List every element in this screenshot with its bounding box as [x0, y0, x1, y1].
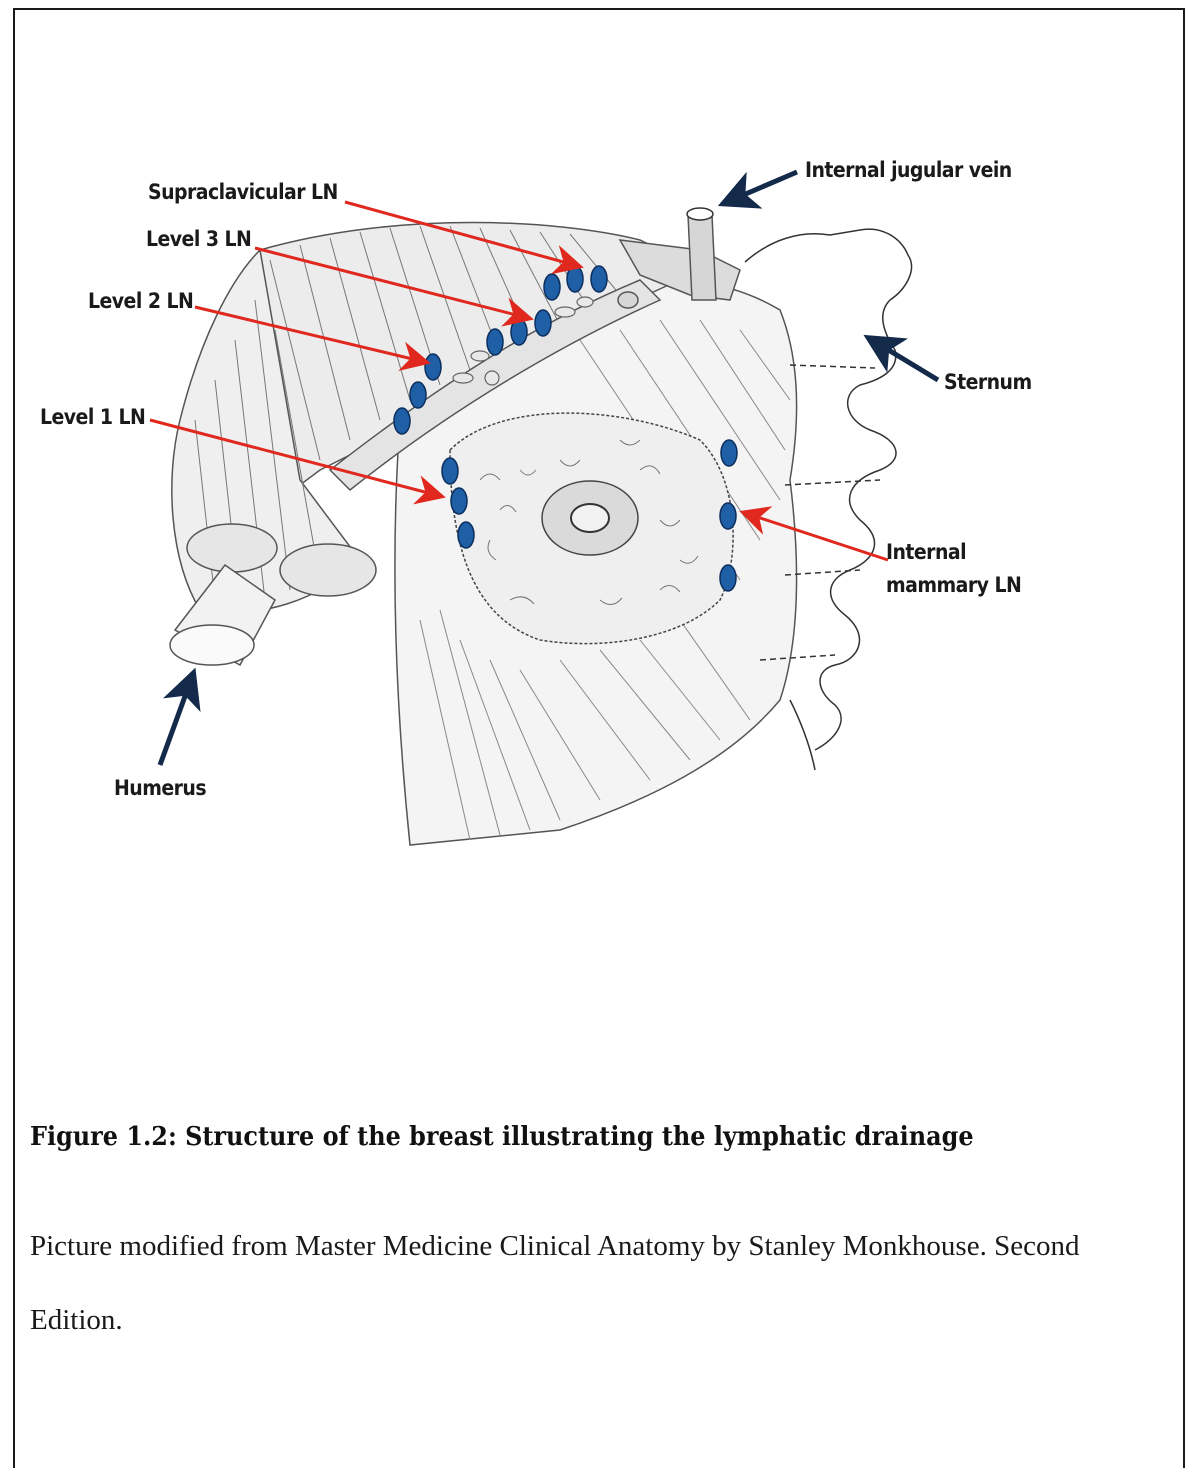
supraclavicular-node	[591, 266, 607, 292]
figure-caption-title: Figure 1.2: Structure of the breast illu…	[30, 1122, 974, 1152]
level3-label: Level 3 LN	[146, 227, 251, 251]
level2-node	[425, 354, 441, 380]
level1-label: Level 1 LN	[40, 405, 145, 429]
internal-mammary-label-line2: mammary LN	[886, 573, 1021, 597]
level3-node	[535, 310, 551, 336]
breast	[450, 413, 733, 644]
level2-node	[410, 382, 426, 408]
supraclavicular-node	[567, 266, 583, 292]
internal-mammary-node	[720, 503, 736, 529]
internal-mammary-label-line1: Internal	[886, 540, 966, 564]
internal-mammary-node	[720, 565, 736, 591]
level2-label: Level 2 LN	[88, 289, 193, 313]
figure-source-line2: Edition.	[30, 1304, 1170, 1337]
level2-node	[394, 408, 410, 434]
level1-node	[458, 522, 474, 548]
level1-node	[442, 458, 458, 484]
supraclavicular-label: Supraclavicular LN	[148, 180, 338, 204]
internal-mammary-node	[721, 440, 737, 466]
level3-node	[487, 329, 503, 355]
humerus-label: Humerus	[114, 776, 206, 800]
sternum-arrow	[872, 340, 938, 380]
figure-source-line1: Picture modified from Master Medicine Cl…	[30, 1230, 1170, 1263]
sternum-label: Sternum	[944, 370, 1032, 394]
jugular-label: Internal jugular vein	[805, 158, 1012, 182]
supraclavicular-node	[544, 274, 560, 300]
level3-node	[511, 319, 527, 345]
humerus-arrow	[160, 677, 192, 765]
level1-node	[451, 488, 467, 514]
jugular-arrow	[727, 172, 797, 202]
